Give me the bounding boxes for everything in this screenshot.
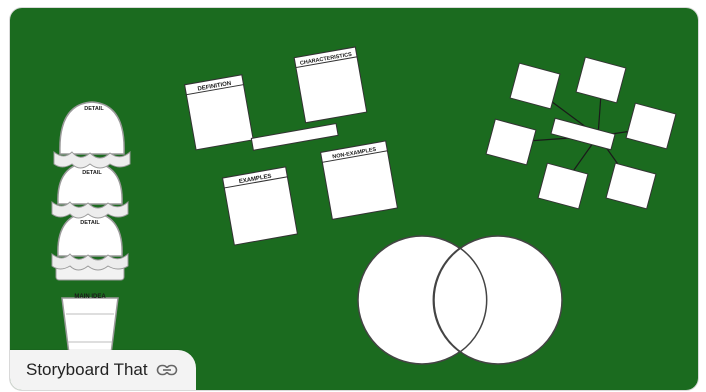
scoop-2-label: DETAIL	[82, 170, 102, 176]
cone	[62, 298, 118, 354]
link-icon	[156, 363, 178, 377]
scoop-3-label: DETAIL	[80, 220, 100, 226]
source-label: Storyboard That	[26, 360, 148, 380]
venn-diagram-organizer	[358, 236, 562, 364]
storyboard-thumbnail[interactable]: MAIN IDEA DETAIL DETAIL DETAIL DEFINITIO…	[10, 8, 698, 390]
source-tag[interactable]: Storyboard That	[10, 350, 196, 390]
cone-label: MAIN IDEA	[74, 294, 106, 300]
graphic-organizers-illustration: MAIN IDEA DETAIL DETAIL DETAIL DEFINITIO…	[10, 8, 698, 390]
scoop-1-label: DETAIL	[84, 106, 104, 112]
venn-circle-right	[434, 236, 562, 364]
